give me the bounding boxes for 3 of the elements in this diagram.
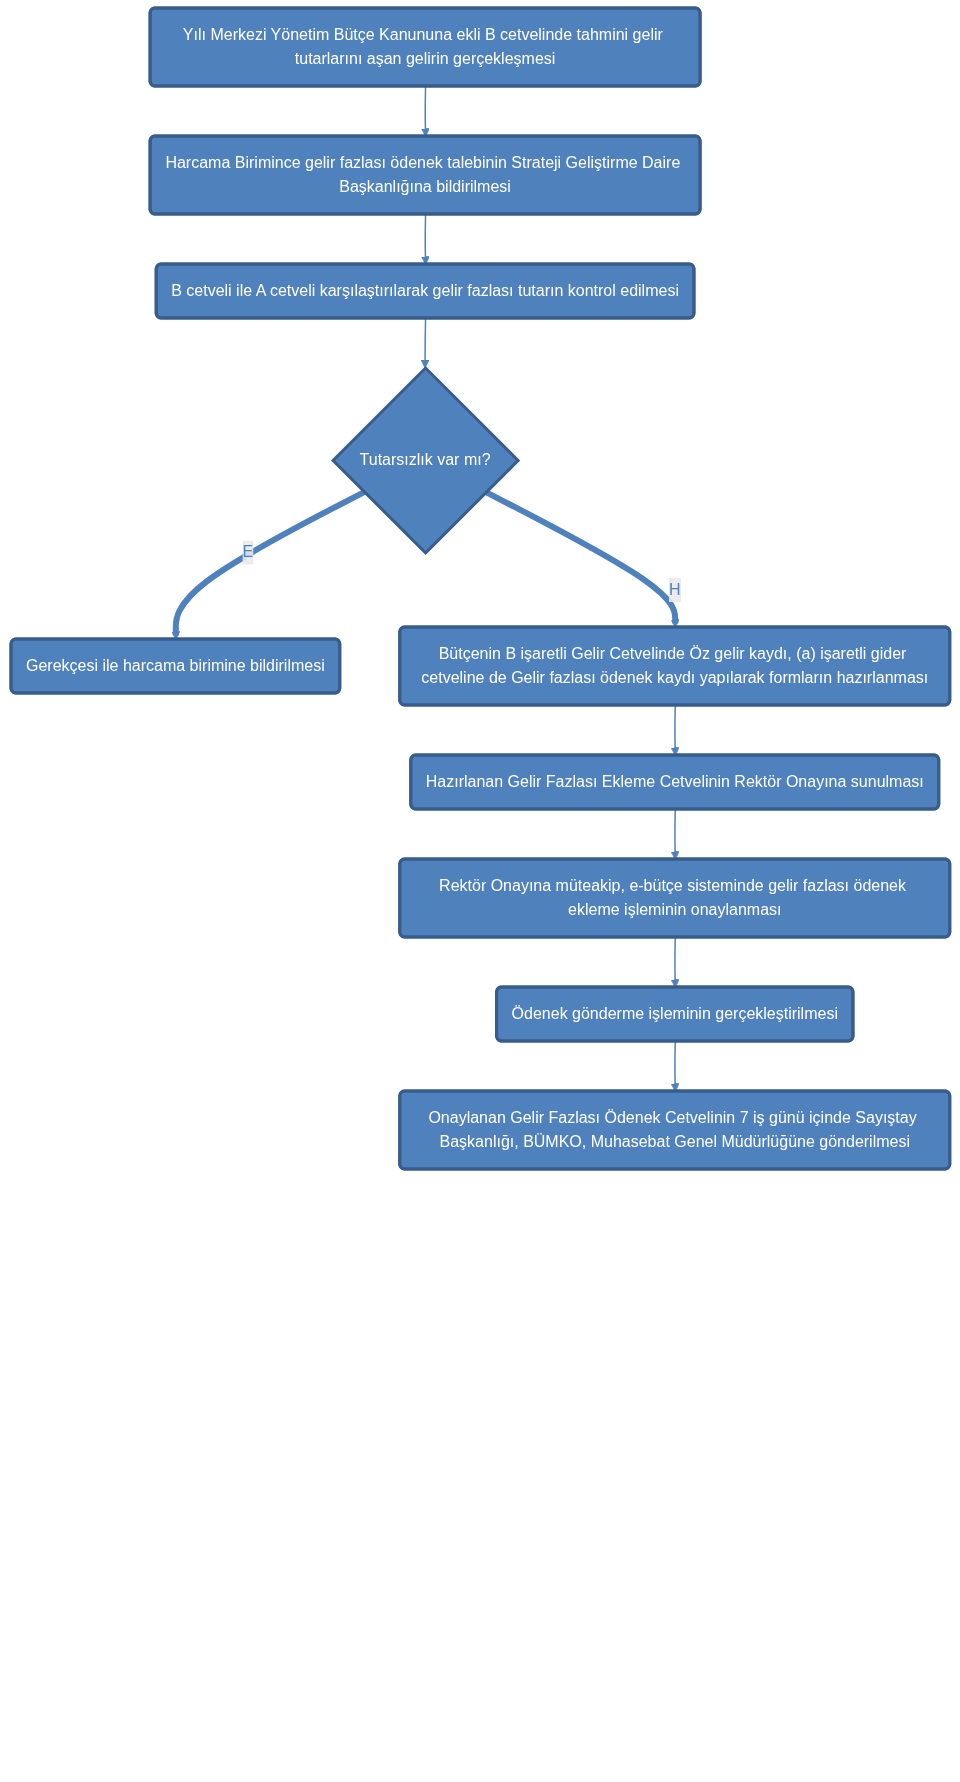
node-diamond: Tutarsızlık var mı? bbox=[330, 365, 520, 556]
edge-label: H bbox=[668, 580, 681, 598]
edge-label: E bbox=[242, 543, 253, 561]
